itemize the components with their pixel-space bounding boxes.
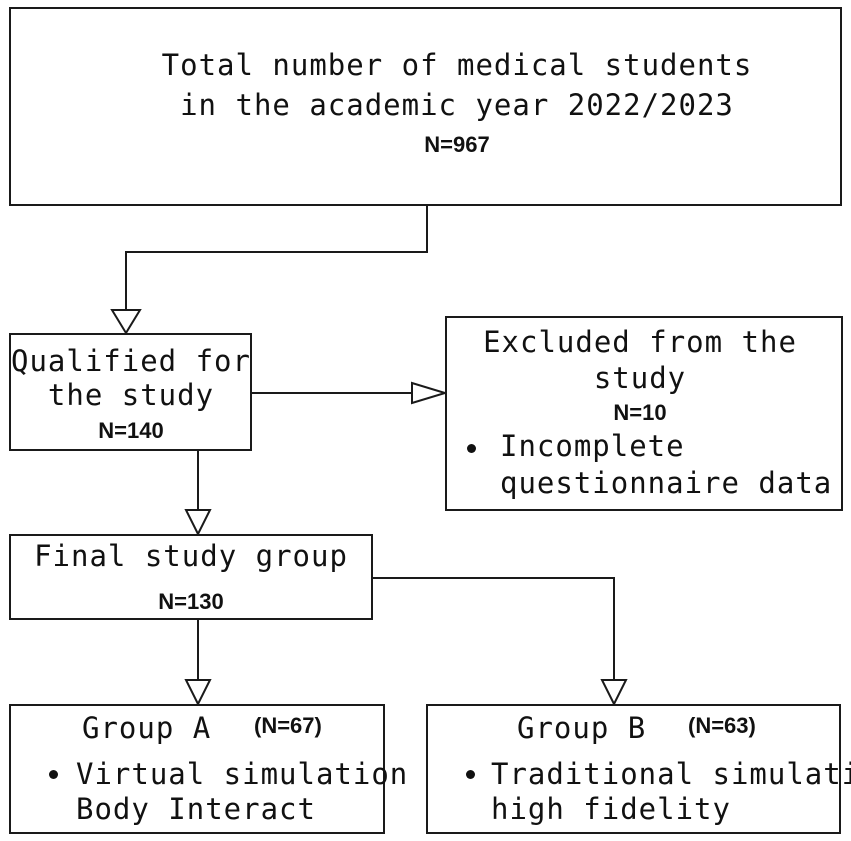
excluded-reason-line-2: questionnaire data	[500, 466, 833, 500]
final-count: N=130	[158, 589, 224, 614]
total-line-2: in the academic year 2022/2023	[180, 88, 734, 122]
arrowhead-group-a	[184, 679, 212, 707]
arrowhead-excluded	[411, 381, 449, 405]
total-count: N=967	[424, 132, 490, 157]
qualified-line-2: the study	[47, 378, 215, 412]
group-a-count: (N=67)	[254, 713, 322, 738]
connector-total-to-qualified	[125, 205, 428, 310]
final-study-group-box: Final study group N=130	[9, 534, 373, 620]
arrowhead-final	[184, 509, 212, 537]
group-a-item-line-1: Virtual simulation	[76, 757, 409, 791]
excluded-line-1: Excluded from the	[483, 325, 797, 359]
arrowhead-qualified	[110, 309, 142, 335]
excluded-line-2: study	[593, 361, 687, 395]
group-a-item-line-2: Body Interact	[76, 792, 316, 826]
excluded-reason-line-1: Incomplete	[500, 429, 685, 463]
connector-final-to-group-b	[373, 577, 615, 680]
excluded-box: Excluded from the study N=10 Incomplete …	[445, 316, 843, 511]
group-b-bullet	[466, 770, 475, 779]
group-b-box: Group B (N=63) Traditional simulation hi…	[426, 704, 851, 834]
total-students-box: Total number of medical students in the …	[9, 7, 842, 206]
qualified-line-1: Qualified for	[11, 344, 251, 378]
final-line-1: Final study group	[34, 539, 348, 573]
group-b-item-line-1: Traditional simulation	[491, 757, 851, 791]
excluded-count: N=10	[613, 400, 667, 425]
group-b-count: (N=63)	[688, 713, 756, 738]
group-b-label: Group B	[517, 711, 647, 745]
arrowhead-group-b	[600, 679, 628, 707]
group-a-label: Group A	[82, 711, 212, 745]
group-a-bullet	[49, 770, 58, 779]
group-a-box: Group A (N=67) Virtual simulation Body I…	[9, 704, 407, 834]
excluded-bullet	[467, 444, 476, 453]
qualified-box: Qualified for the study N=140	[9, 333, 252, 451]
group-b-item-line-2: high fidelity	[491, 792, 731, 826]
qualified-count: N=140	[98, 418, 164, 443]
total-line-1: Total number of medical students	[161, 48, 753, 82]
